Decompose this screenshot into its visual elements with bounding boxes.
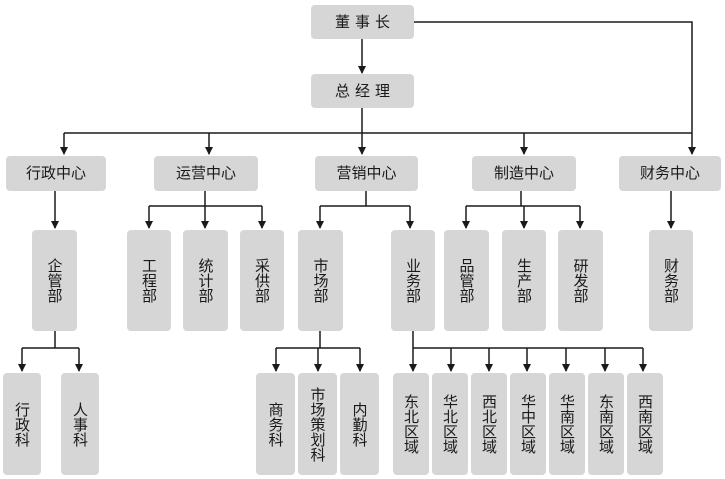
node-operations-center-label: 运营中心 xyxy=(175,164,236,182)
node-quality-dept: 品管部 xyxy=(444,230,489,331)
node-sales-dept-label: 业务部 xyxy=(404,258,422,303)
node-finance-dept-label: 财务部 xyxy=(662,258,680,303)
node-manufacturing-center: 制造中心 xyxy=(472,156,576,191)
node-region-south-china: 华南区域 xyxy=(549,373,585,475)
node-procurement-dept-label: 采供部 xyxy=(253,258,271,303)
node-marketing-center: 营销中心 xyxy=(315,156,418,191)
node-statistics-dept-label: 统计部 xyxy=(196,258,215,303)
node-management-dept-label: 企管部 xyxy=(45,258,64,303)
node-marketing-center-label: 营销中心 xyxy=(336,164,397,182)
node-chairman: 董事长 xyxy=(311,5,414,39)
node-internal-section: 内勤科 xyxy=(340,373,379,475)
node-region-southwest: 西南区域 xyxy=(627,373,663,475)
node-hr-section-label: 人事科 xyxy=(71,401,89,447)
node-admin-section-label: 行政科 xyxy=(13,401,31,447)
node-business-section-label: 商务科 xyxy=(266,401,285,447)
node-region-north-china: 华北区域 xyxy=(432,373,468,475)
node-rnd-dept-label: 研发部 xyxy=(571,258,590,303)
node-market-dept: 市场部 xyxy=(298,230,343,331)
node-general-manager-label: 总经理 xyxy=(334,81,395,100)
node-rnd-dept: 研发部 xyxy=(558,230,603,331)
node-business-section: 商务科 xyxy=(256,373,295,475)
node-sales-dept: 业务部 xyxy=(391,230,435,331)
node-market-planning-section-label: 市场策划科 xyxy=(308,386,327,462)
node-general-manager: 总经理 xyxy=(311,74,414,108)
node-production-dept-label: 生产部 xyxy=(515,258,533,303)
node-manufacturing-center-label: 制造中心 xyxy=(493,164,554,182)
node-management-dept: 企管部 xyxy=(32,230,77,331)
node-finance-center: 财务中心 xyxy=(619,156,721,191)
connector-chairman-to-finance-center xyxy=(414,21,696,155)
node-statistics-dept: 统计部 xyxy=(183,230,228,331)
node-region-northeast: 东北区域 xyxy=(393,373,429,475)
node-region-northwest-label: 西北区域 xyxy=(480,394,498,454)
node-engineering-dept: 工程部 xyxy=(127,230,171,331)
node-region-northwest: 西北区域 xyxy=(471,373,507,475)
node-region-northeast-label: 东北区域 xyxy=(402,394,420,454)
node-region-southeast-label: 东南区域 xyxy=(597,394,615,454)
node-engineering-dept-label: 工程部 xyxy=(140,258,158,303)
node-quality-dept-label: 品管部 xyxy=(457,258,476,303)
node-region-central-china: 华中区域 xyxy=(510,373,546,475)
node-admin-center: 行政中心 xyxy=(6,156,106,191)
node-region-south-china-label: 华南区域 xyxy=(558,394,576,454)
node-procurement-dept: 采供部 xyxy=(240,230,284,331)
node-finance-center-label: 财务中心 xyxy=(639,164,700,182)
node-region-southwest-label: 西南区域 xyxy=(636,394,654,454)
node-region-north-china-label: 华北区域 xyxy=(441,394,459,454)
node-admin-section: 行政科 xyxy=(3,373,41,475)
node-chairman-label: 董事长 xyxy=(334,12,395,31)
node-finance-dept: 财务部 xyxy=(649,230,693,331)
node-hr-section: 人事科 xyxy=(61,373,99,475)
node-region-central-china-label: 华中区域 xyxy=(519,394,537,454)
node-market-planning-section: 市场策划科 xyxy=(298,373,337,475)
node-admin-center-label: 行政中心 xyxy=(25,164,86,182)
node-production-dept: 生产部 xyxy=(502,230,546,331)
node-operations-center: 运营中心 xyxy=(154,156,258,191)
node-region-southeast: 东南区域 xyxy=(588,373,624,475)
node-market-dept-label: 市场部 xyxy=(311,258,330,303)
node-internal-section-label: 内勤科 xyxy=(350,401,369,447)
